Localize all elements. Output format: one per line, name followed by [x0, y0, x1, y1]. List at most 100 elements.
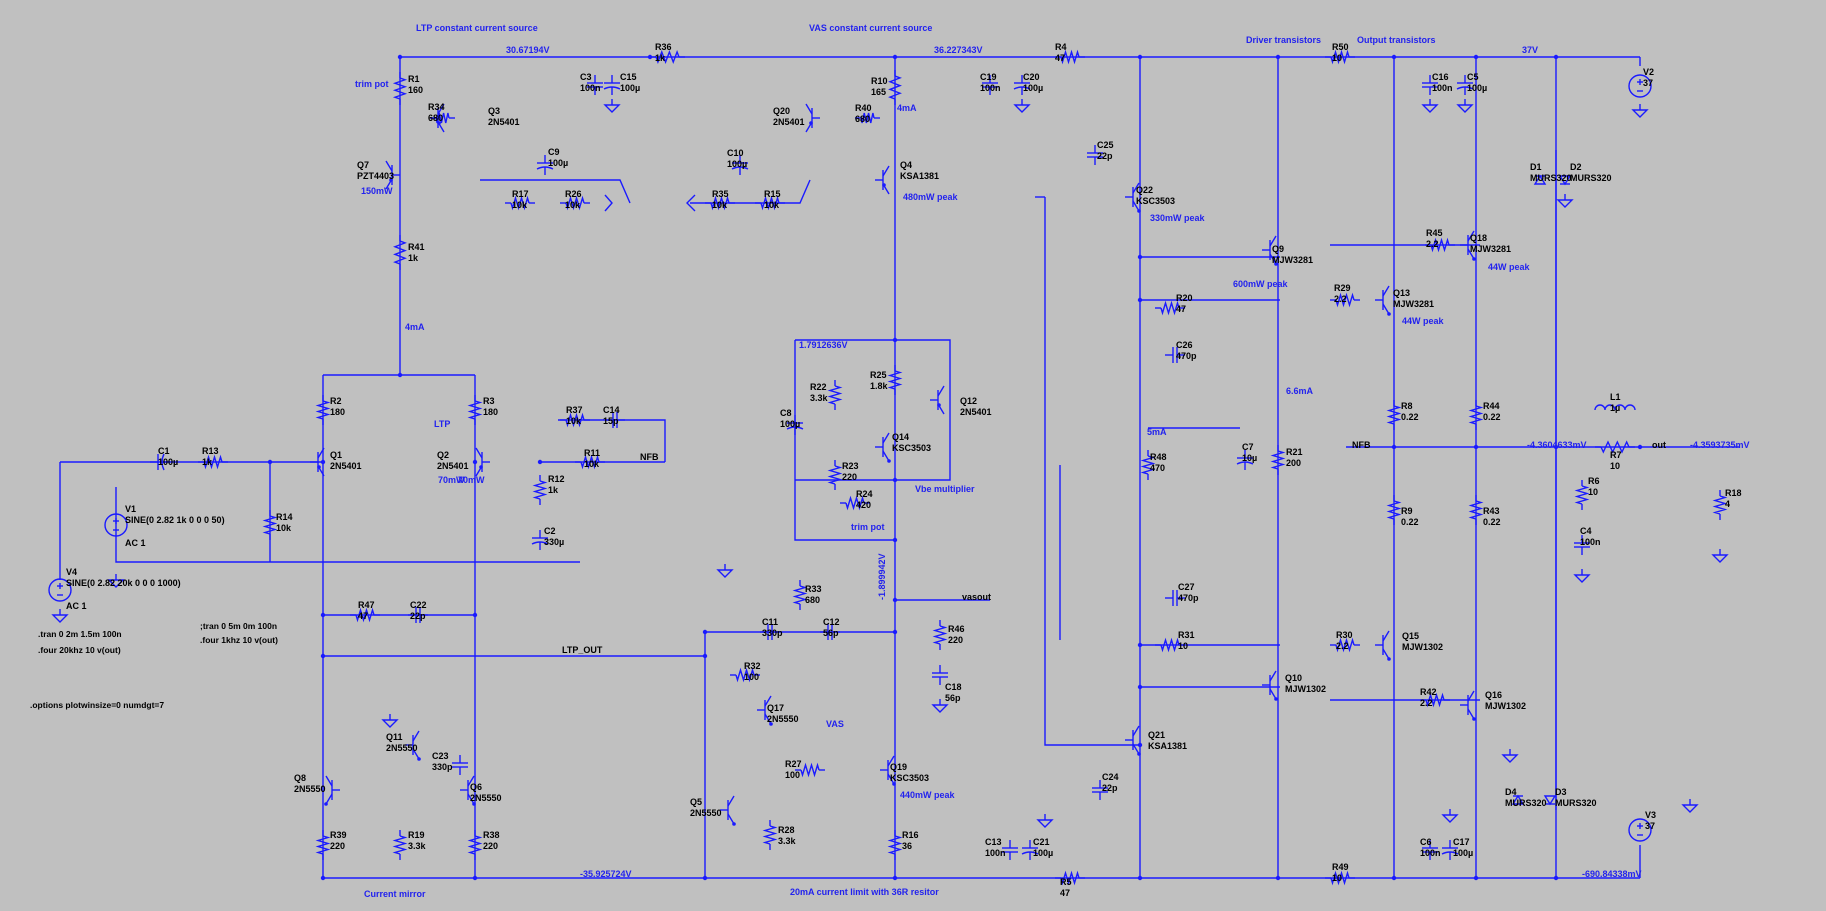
resistor-R2	[315, 400, 331, 420]
node-voltage: -4.3593735mV	[1690, 440, 1750, 450]
resistor-R11	[580, 454, 600, 470]
annotation: 440mW peak	[900, 790, 956, 800]
component-ref: R32	[744, 661, 761, 671]
component-ref: R16	[902, 830, 919, 840]
component-ref: R13	[202, 446, 219, 456]
component-value: 100	[785, 770, 800, 780]
resistor-R31	[1160, 637, 1180, 653]
resistor-R24	[845, 495, 865, 511]
component-ref: Q21	[1148, 730, 1165, 740]
component-ref: R50	[1332, 42, 1349, 52]
component-value: 100n	[580, 83, 601, 93]
component-ref: R3	[483, 396, 495, 406]
diode-D2	[1558, 175, 1572, 186]
resistor-R29	[1335, 292, 1355, 308]
component-value: 100n	[1580, 537, 1601, 547]
capacitor-C19	[982, 75, 998, 95]
q21-net	[1044, 197, 1140, 746]
component-value: 0.22	[1483, 412, 1501, 422]
component-ref: R47	[358, 600, 375, 610]
component-value: 2N5550	[690, 808, 722, 818]
component-ref: C16	[1432, 72, 1449, 82]
resistor-R10	[888, 75, 902, 100]
component-value: 220	[483, 841, 498, 851]
transistor-Q7	[385, 160, 400, 190]
component-ref: V2	[1643, 67, 1654, 77]
component-ref: R4	[1055, 42, 1067, 52]
junction-dot	[472, 612, 478, 618]
resistor-R49	[1330, 870, 1350, 886]
junction-dot	[1137, 642, 1143, 648]
component-ref: Q13	[1393, 288, 1410, 298]
component-ref: C5	[1467, 72, 1479, 82]
component-ref: Q5	[690, 797, 702, 807]
component-value: 2.2	[1420, 698, 1433, 708]
resistor-R27	[800, 762, 820, 778]
spice-directive: .options plotwinsize=0 numdgt=7	[30, 700, 164, 710]
junction-dot	[1553, 444, 1559, 450]
net-label: vasout	[962, 592, 991, 602]
resistor-R14	[262, 515, 278, 535]
node-voltage: -1.899942V	[877, 553, 887, 600]
spice-directive: .four 1khz 10 v(out)	[200, 635, 278, 645]
resistor-R40	[860, 112, 875, 124]
component-ref: C9	[548, 147, 560, 157]
component-ref: C2	[544, 526, 556, 536]
capacitor-C21	[1021, 840, 1039, 860]
annotation: trim pot	[355, 79, 389, 89]
capacitor-C2	[531, 530, 549, 550]
component-ref: Q20	[773, 106, 790, 116]
component-ref: R2	[330, 396, 342, 406]
junction-dot	[320, 459, 326, 465]
component-ref: Q14	[892, 432, 909, 442]
component-value: 330µ	[544, 537, 564, 547]
ground-g16	[381, 714, 399, 728]
component-value: MURS320	[1530, 173, 1572, 183]
component-ref: C25	[1097, 140, 1114, 150]
component-value: SINE(0 2.82 20k 0 0 0 1000)	[66, 578, 181, 588]
ground-g7	[1573, 569, 1591, 583]
component-ref: C3	[580, 72, 592, 82]
junction-dot	[1553, 54, 1559, 60]
component-value: 100µ	[1023, 83, 1043, 93]
resistor-R19	[392, 835, 408, 855]
component-value: MURS320	[1505, 798, 1547, 808]
component-ref: D3	[1555, 787, 1567, 797]
component-ref: C8	[780, 408, 792, 418]
diode-D4	[1511, 794, 1525, 805]
capacitor-C10	[731, 155, 749, 175]
resistor-R8	[1386, 405, 1402, 425]
component-value: 100µ	[620, 83, 640, 93]
annotation: Output transistors	[1357, 35, 1436, 45]
capacitor-C5	[1456, 75, 1474, 95]
component-value: 470p	[1176, 351, 1197, 361]
wires	[59, 54, 1740, 881]
node-voltage: 1.7912636V	[799, 340, 848, 350]
component-value: 160	[408, 85, 423, 95]
capacitor-C23	[452, 755, 468, 775]
component-value: KSC3503	[890, 773, 929, 783]
component-value: 0.22	[1401, 412, 1419, 422]
component-ref: R37	[566, 405, 583, 415]
transistor-Q18	[1460, 230, 1476, 261]
diode-D1	[1533, 174, 1547, 185]
component-value: 470p	[1178, 593, 1199, 603]
component-value: 100µ	[780, 419, 800, 429]
component-ref: R9	[1401, 506, 1413, 516]
junction-dot	[1391, 875, 1397, 881]
component-value: 10	[1178, 641, 1188, 651]
capacitor-C15	[603, 75, 621, 95]
component-ref: C15	[620, 72, 637, 82]
component-ref: R21	[1286, 447, 1303, 457]
component-ref: C23	[432, 751, 449, 761]
transistor-Q2	[475, 447, 490, 477]
resistor-R4	[1060, 49, 1080, 65]
resistor-R50	[1330, 49, 1350, 65]
capacitor-C1	[150, 453, 170, 471]
resistor-R5	[1060, 870, 1080, 886]
resistor-R45	[1430, 237, 1450, 253]
annotation: 70mW	[438, 475, 465, 485]
component-ref: R18	[1725, 488, 1742, 498]
q20-line	[690, 179, 811, 204]
annotation: 20mA current limit with 36R resitor	[790, 887, 939, 897]
